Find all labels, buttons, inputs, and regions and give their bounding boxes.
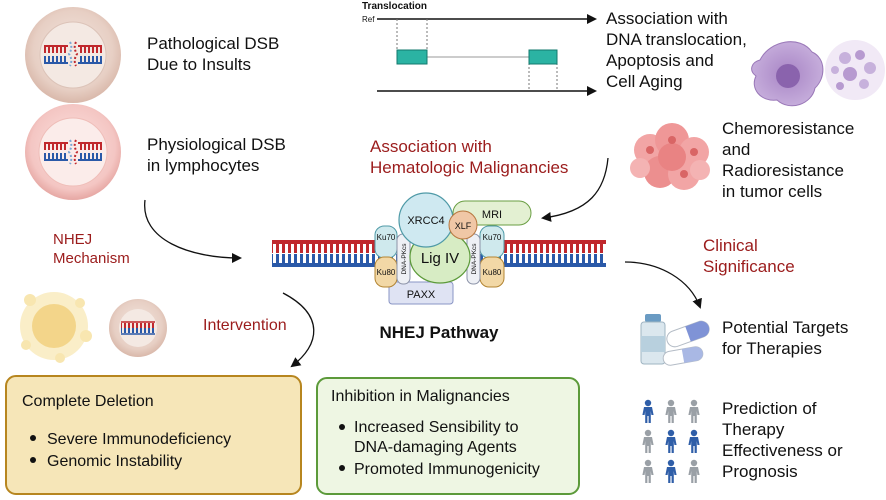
list-item: Promoted Immunogenicity (354, 461, 540, 478)
paxx-label: PAXX (407, 289, 436, 301)
translocation-schematic: Translocation Ref (362, 1, 597, 96)
ku70-left (374, 225, 398, 259)
targets-label: Potential Targets for Therapies (722, 318, 853, 358)
vial-icon (640, 314, 666, 365)
ku70-right (479, 225, 505, 259)
list-item: Genomic Instability (47, 453, 182, 470)
intervention-label: Intervention (203, 317, 287, 334)
xlf-label: XLF (455, 221, 472, 231)
resistance-arrow (541, 157, 609, 222)
dna-pkcs-left-label: DNA-PKcs (401, 243, 408, 275)
ref-label: Ref (362, 15, 375, 24)
apoptotic-cell-icon (751, 41, 824, 107)
list-item: Increased Sensibility to DNA-damaging Ag… (354, 419, 523, 456)
ku80-right-label: Ku80 (483, 268, 502, 277)
dna-pkcs-right-label: DNA-PKcs (471, 243, 478, 275)
paxx-protein (388, 281, 454, 305)
mechanism-arrow (144, 199, 242, 263)
fragment-right (528, 49, 558, 65)
fragment-left (396, 49, 428, 65)
small-dsb-cell-icon (109, 299, 167, 357)
dsb-cell-icon (25, 7, 121, 103)
inhibition-title: Inhibition in Malignancies (331, 388, 510, 405)
complete-deletion-title: Complete Deletion (22, 393, 154, 410)
ku70-right-label: Ku70 (483, 233, 502, 242)
xrcc4-label: XRCC4 (407, 215, 444, 227)
inhibition-box: Inhibition in Malignancies Increased Sen… (316, 377, 580, 495)
ku80-left-label: Ku80 (377, 268, 396, 277)
tumor-cell-cluster-icon (630, 123, 710, 190)
prediction-label: Prediction of Therapy Effectiveness or P… (722, 399, 847, 481)
intervention-arrow (282, 292, 315, 368)
ku70-left-label: Ku70 (377, 233, 396, 242)
capsule-icon (662, 320, 710, 366)
clinical-arrow (624, 261, 702, 309)
association-translocation-label: Association with DNA translocation, Apop… (606, 9, 752, 91)
clinical-significance-label: Clinical Significance (703, 236, 795, 276)
fragmented-cell-icon (825, 40, 885, 100)
complete-deletion-box: Complete Deletion Severe Immunodeficienc… (5, 375, 302, 495)
lig4-label: Lig IV (421, 250, 459, 267)
association-hematologic-label: Association with Hematologic Malignancie… (370, 137, 568, 177)
xlf-protein (448, 210, 478, 240)
lymphocyte-cell-icon (25, 104, 121, 200)
chemoresistance-label: Chemoresistance and Radioresistance in t… (722, 119, 859, 201)
mri-label: MRI (482, 209, 502, 221)
nhej-mechanism-label: NHEJ Mechanism (53, 231, 130, 267)
people-icon (642, 399, 700, 483)
translocation-title: Translocation (362, 1, 427, 12)
nhej-complex: PAXX MRI Ku70 Ku80 Ku70 Ku80 DNA-PKcs DN… (374, 192, 532, 305)
physiological-dsb-label: Physiological DSB in lymphocytes (147, 135, 291, 175)
pathway-title: NHEJ Pathway (379, 323, 499, 342)
list-item: Severe Immunodeficiency (47, 431, 231, 448)
deletion-cell-icon (20, 292, 92, 363)
pathological-dsb-label: Pathological DSB Due to Insults (147, 34, 284, 74)
